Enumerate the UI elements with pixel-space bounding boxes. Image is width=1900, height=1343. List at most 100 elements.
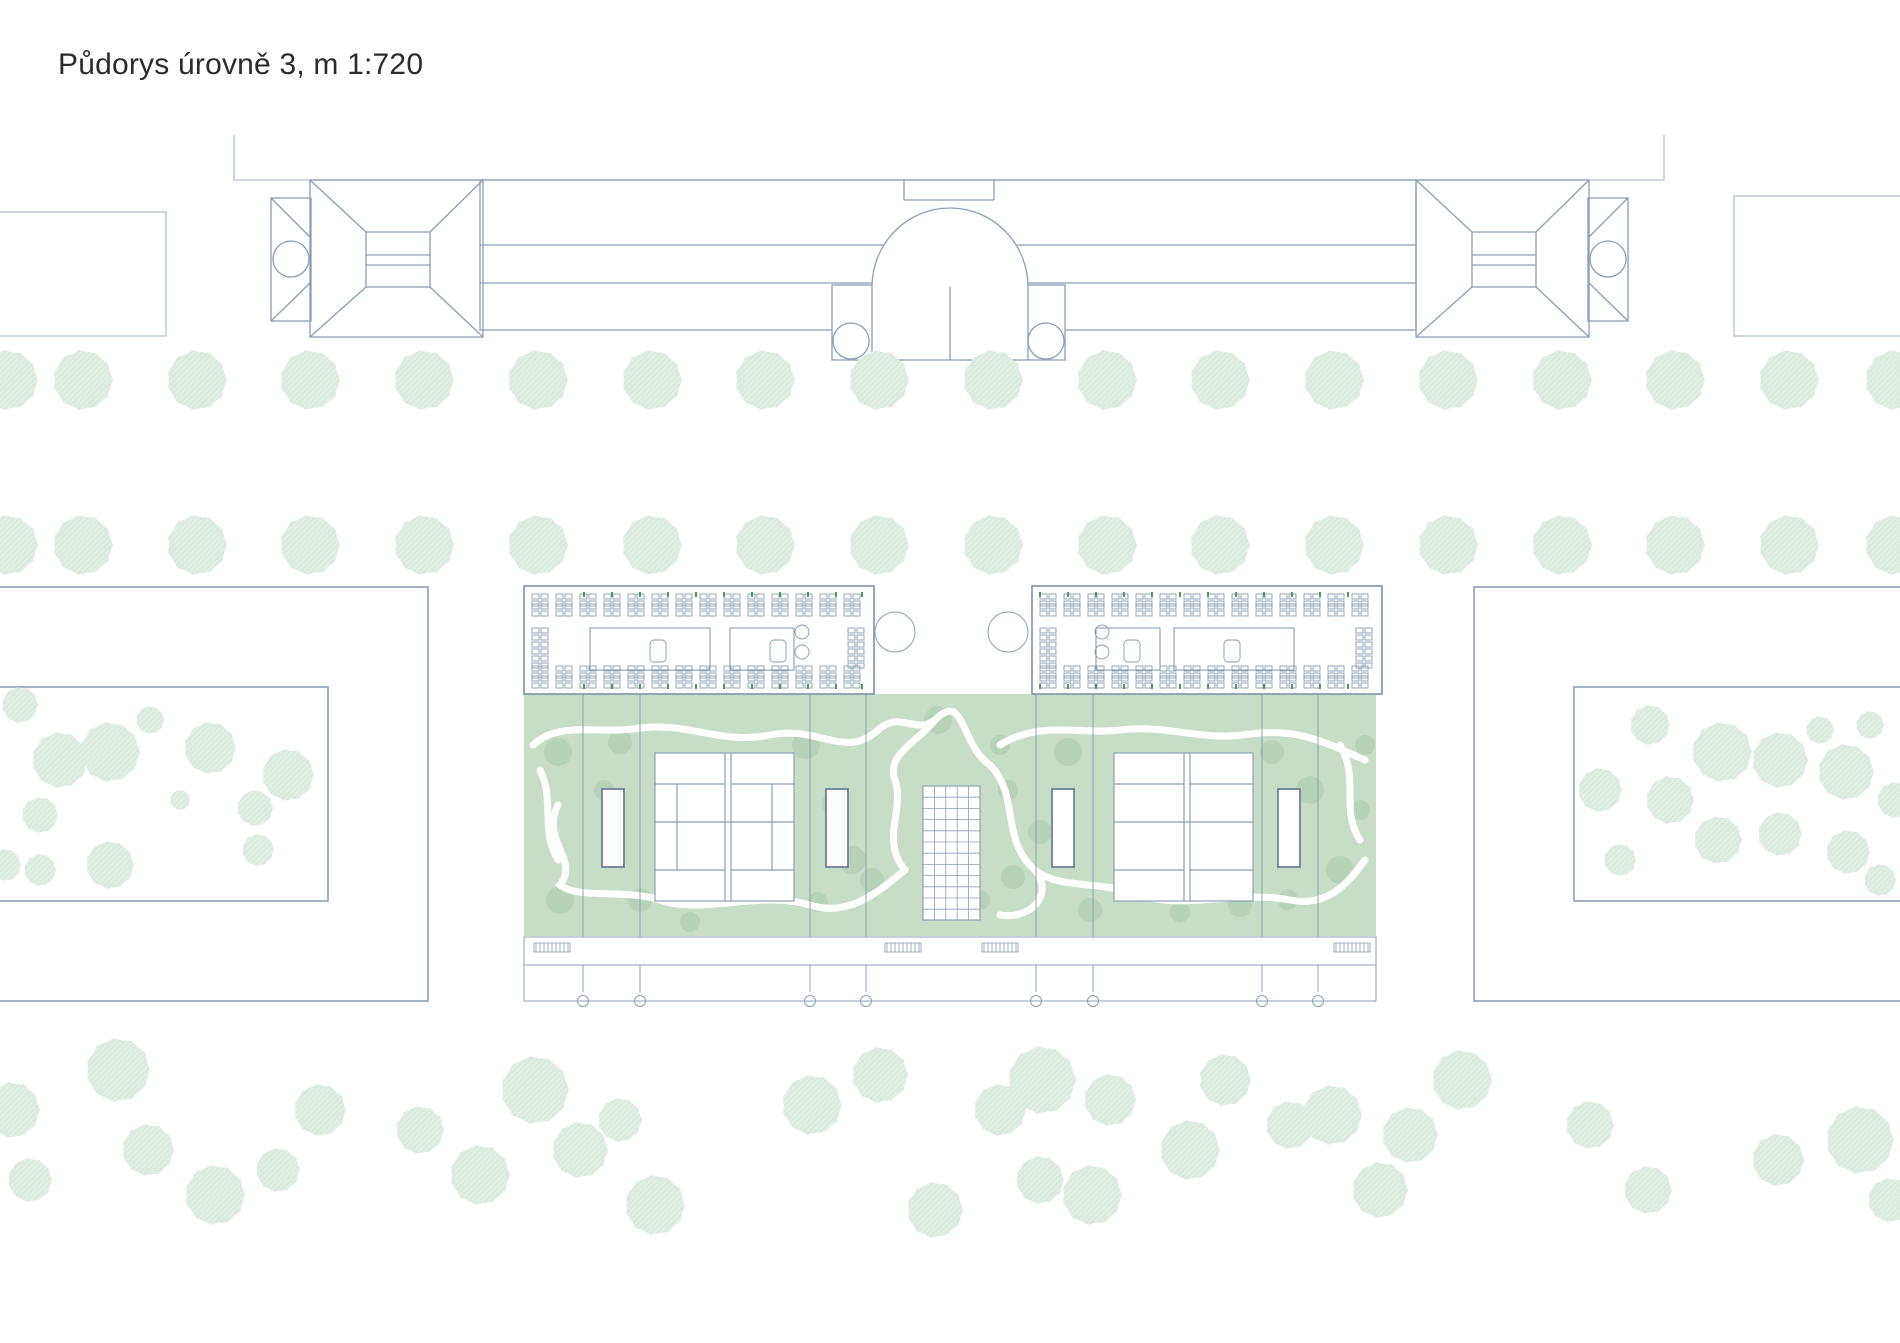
desk-icon (1192, 610, 1201, 617)
tree-canopy-icon (1533, 515, 1592, 575)
desk-icon (588, 610, 597, 617)
desk-icon (1327, 603, 1336, 610)
desk-icon (1159, 665, 1168, 672)
tree-canopy-icon (1827, 1106, 1894, 1174)
desk-icon (1039, 655, 1048, 662)
desk-icon (856, 662, 865, 669)
tree-canopy-icon (237, 790, 273, 826)
desk-icon (1355, 641, 1364, 648)
desk-icon (1364, 634, 1373, 641)
desk-icon (819, 675, 828, 682)
tree-canopy-icon (395, 515, 454, 575)
desk-icon (847, 634, 856, 641)
desk-icon (1120, 600, 1129, 607)
desk-icon (723, 600, 732, 607)
desk-icon (1279, 600, 1288, 607)
desk-icon (684, 675, 693, 682)
desk-icon (1039, 675, 1048, 682)
desk-icon (1111, 672, 1120, 679)
desk-icon (1087, 672, 1096, 679)
tree-canopy-icon (397, 1106, 444, 1154)
desk-icon (1231, 665, 1240, 672)
desk-icon (708, 665, 717, 672)
desk-icon (1360, 682, 1369, 689)
desk-icon (684, 672, 693, 679)
desk-icon (847, 662, 856, 669)
desk-icon (1216, 603, 1225, 610)
tree-canopy-icon (281, 515, 340, 575)
desk-icon (684, 593, 693, 600)
desk-icon (531, 600, 540, 607)
desk-icon (1231, 600, 1240, 607)
garden-tree-icon (1078, 898, 1102, 922)
desk-icon (1063, 665, 1072, 672)
desk-icon (1360, 672, 1369, 679)
desk-icon (852, 603, 861, 610)
desk-icon (1063, 610, 1072, 617)
desk-icon (1240, 600, 1249, 607)
desk-icon (651, 672, 660, 679)
desk-icon (1351, 675, 1360, 682)
tree-canopy-icon (22, 797, 58, 833)
tree-canopy-icon (136, 706, 164, 734)
desk-icon (1279, 672, 1288, 679)
tree-canopy-icon (736, 515, 795, 575)
desk-icon (1303, 682, 1312, 689)
desk-icon (1159, 675, 1168, 682)
desk-icon (540, 682, 549, 689)
desk-icon (819, 593, 828, 600)
desk-icon (699, 665, 708, 672)
desk-icon (1327, 665, 1336, 672)
desk-icon (627, 600, 636, 607)
tree-canopy-icon (1866, 515, 1900, 575)
desk-icon (852, 665, 861, 672)
desk-icon (1360, 600, 1369, 607)
desk-icon (1135, 665, 1144, 672)
tree-canopy-icon (1419, 515, 1478, 575)
tree-canopy-icon (451, 1145, 510, 1205)
desk-icon (852, 672, 861, 679)
round-table-icon (1094, 624, 1110, 640)
desk-icon (651, 675, 660, 682)
tree-canopy-icon (1647, 776, 1694, 824)
tree-canopy-icon (1864, 864, 1896, 896)
historic-building (0, 135, 1900, 361)
desk-icon (1255, 610, 1264, 617)
desk-icon (1183, 665, 1192, 672)
tree-canopy-icon (1078, 515, 1137, 575)
desk-icon (540, 675, 549, 682)
desk-icon (531, 675, 540, 682)
desk-icon (1288, 603, 1297, 610)
desk-icon (1216, 672, 1225, 679)
desk-icon (1072, 672, 1081, 679)
desk-icon (579, 675, 588, 682)
desk-icon (847, 627, 856, 634)
desk-icon (747, 672, 756, 679)
desk-icon (771, 610, 780, 617)
tree-canopy-icon (1305, 515, 1364, 575)
desk-icon (588, 593, 597, 600)
desk-icon (1039, 641, 1048, 648)
garden-tree-icon (608, 730, 632, 754)
desk-icon (1207, 675, 1216, 682)
desk-icon (675, 603, 684, 610)
desk-icon (1351, 603, 1360, 610)
desk-icon (1312, 603, 1321, 610)
desk-icon (1279, 603, 1288, 610)
desk-icon (612, 672, 621, 679)
desk-icon (603, 675, 612, 682)
tree-canopy-icon (87, 1038, 150, 1102)
plant-markers (583, 592, 1349, 689)
desk-icon (1183, 672, 1192, 679)
desk-icon (531, 672, 540, 679)
desk-icon (540, 641, 549, 648)
meeting-table-icon (769, 639, 787, 663)
desk-icon (708, 672, 717, 679)
desk-icon (1327, 600, 1336, 607)
desk-icon (1192, 675, 1201, 682)
desk-icon (732, 603, 741, 610)
desk-icon (612, 665, 621, 672)
garden-tree-icon (1260, 740, 1284, 764)
desk-icon (1048, 634, 1057, 641)
desk-icon (1216, 593, 1225, 600)
